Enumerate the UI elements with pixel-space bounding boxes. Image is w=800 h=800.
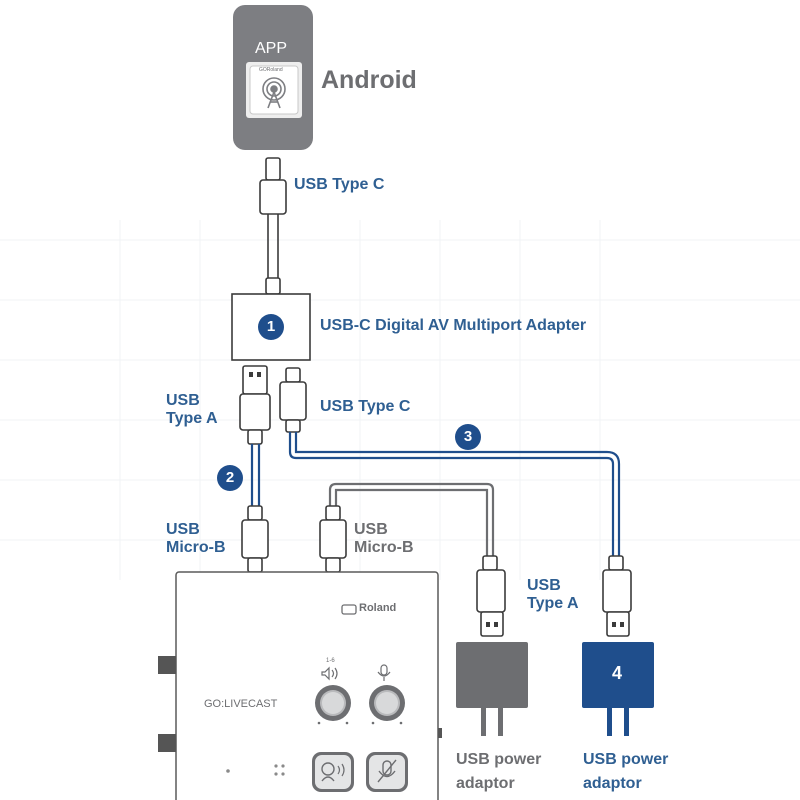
knob1-range: 1-6: [326, 658, 335, 664]
dots-icon: [274, 764, 285, 776]
cable-power-gray: [328, 482, 495, 556]
step-2-badge: [217, 465, 243, 491]
device-model: GO:LIVECAST: [204, 698, 278, 710]
voice-button: [312, 752, 354, 792]
step-3-badge: [455, 424, 481, 450]
usb-micro-b-label-1: USB Micro-B: [166, 521, 226, 556]
usb-a-plug-adapter: [239, 365, 271, 445]
step-2-number: 2: [225, 469, 235, 486]
roland-logo-mark: [341, 604, 357, 615]
power-adaptor-blue: [582, 642, 654, 736]
usb-type-c-label-adapter: USB Type C: [320, 398, 411, 415]
power-adaptor-blue-label: USB power adaptor: [583, 751, 669, 792]
cable-3: [288, 432, 621, 556]
usb-type-a-label-adapter: USB Type A: [166, 392, 218, 427]
usb-a-plug-gray: [476, 555, 506, 637]
mic-icon: [377, 664, 391, 681]
micro-b-plug-1: [241, 505, 269, 573]
usb-c-plug-adapter: [279, 367, 307, 433]
status-led: [226, 769, 230, 773]
app-label: APP: [255, 40, 288, 57]
step-1-number: 1: [266, 318, 276, 335]
cable-2: [250, 444, 261, 506]
golivecast-device: [158, 571, 442, 800]
usb-c-cable-phone: [259, 157, 287, 295]
power-adaptor-gray-label: USB power adaptor: [456, 751, 542, 792]
mic-knob: [369, 685, 405, 725]
step-1-badge: [258, 314, 284, 340]
mic-mute-button: [366, 752, 408, 792]
power-adaptor-gray: [456, 642, 528, 736]
app-antenna-icon: [262, 77, 286, 109]
os-label: Android: [321, 66, 417, 94]
speaker-volume-icon: [321, 666, 338, 681]
volume-knob: [315, 685, 351, 725]
micro-b-plug-2: [319, 505, 347, 573]
app-brand-text: GORoland: [259, 67, 283, 73]
adapter-name-label: USB-C Digital AV Multiport Adapter: [320, 317, 587, 334]
background-grid: [0, 220, 800, 580]
device-brand: Roland: [359, 602, 397, 614]
usb-micro-b-label-2: USB Micro-B: [354, 521, 414, 556]
usb-type-c-label-phone: USB Type C: [294, 176, 385, 193]
usb-a-plug-blue: [602, 555, 632, 637]
step-3-number: 3: [463, 428, 473, 445]
step-4-number: 4: [611, 663, 622, 683]
usb-type-a-label-adaptor: USB Type A: [527, 577, 579, 612]
